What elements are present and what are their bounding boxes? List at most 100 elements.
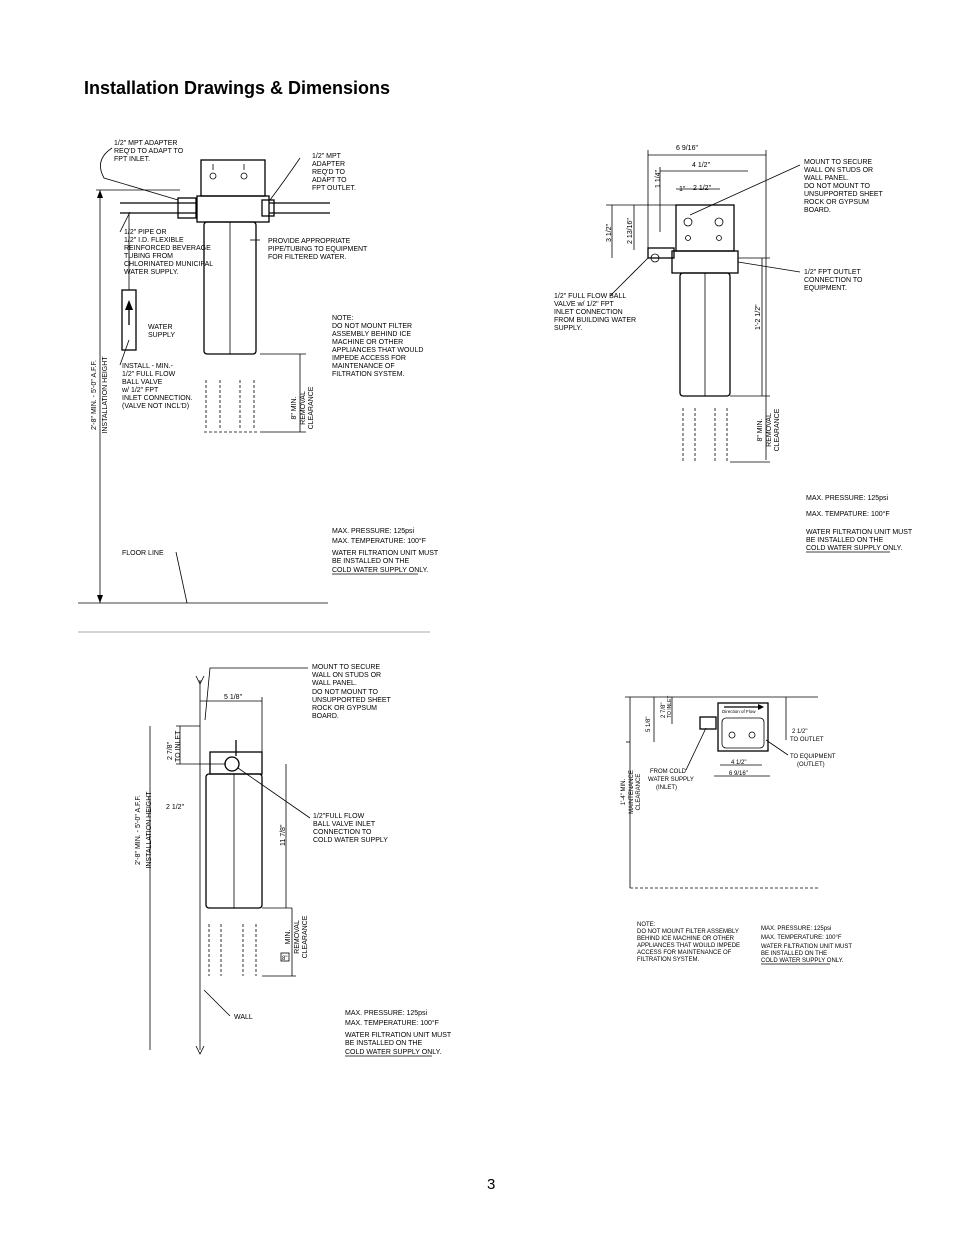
label-install-5: (VALVE NOT INCL'D) xyxy=(122,403,189,410)
label-water-supply-1: SUPPLY xyxy=(148,332,175,339)
label4-maint-0: 1'-4" MIN. xyxy=(621,779,627,806)
dim4-d5: 6 9/16" xyxy=(729,771,748,777)
spec3-pressure: MAX. PRESSURE: 125psi xyxy=(345,1010,428,1017)
label-removal-0: 8" MIN. xyxy=(291,396,298,419)
page-number: 3 xyxy=(487,1176,496,1193)
label3-mount-6: BOARD. xyxy=(312,713,339,720)
label4-equipment-1: (OUTLET) xyxy=(797,762,825,768)
dim3-d2b: TO INLET xyxy=(175,730,182,762)
dim2-d2: 4 1/2" xyxy=(692,162,711,169)
dim3-d4: 11 7/8" xyxy=(280,824,287,846)
drawing-2-labels: 6 9/16" 4 1/2" 1" 2 1/2" 1 1/4" 3 1/2" 2… xyxy=(554,145,913,553)
spec1-installed: BE INSTALLED ON THE xyxy=(332,558,409,565)
filter-assembly xyxy=(717,702,769,752)
spec1-pressure: MAX. PRESSURE: 125psi xyxy=(332,528,415,535)
label3-valve-3: COLD WATER SUPPLY xyxy=(313,837,388,844)
spec4-pressure: MAX. PRESSURE: 125psi xyxy=(761,926,831,932)
ball-valve xyxy=(699,716,717,730)
spec1-temperature: MAX. TEMPERATURE: 100°F xyxy=(332,537,426,545)
label-install-3: w/ 1/2" FPT xyxy=(121,387,159,394)
label-install-4: INLET CONNECTION. xyxy=(122,395,193,402)
page-title: Installation Drawings & Dimensions xyxy=(84,78,391,98)
mount-hole xyxy=(683,217,693,227)
label4-note-1: DO NOT MOUNT FILTER ASSEMBLY xyxy=(637,929,739,935)
label-note-4: APPLIANCES THAT WOULD xyxy=(332,347,423,354)
removal-box xyxy=(280,952,290,962)
drawing-1-front-view xyxy=(78,147,330,604)
label-note-0: NOTE: xyxy=(332,315,353,322)
bracket xyxy=(675,204,735,252)
label-provide-0: PROVIDE APPROPRIATE xyxy=(268,238,351,245)
label-adapter-outlet-0: 1/2" MPT xyxy=(312,153,342,160)
dim3-d1: 5 1/8" xyxy=(224,694,243,701)
label4-note-2: BEHIND ICE MACHINE OR OTHER xyxy=(637,936,735,942)
label2-outlet-1: CONNECTION TO xyxy=(804,277,863,284)
dim2-d3: 1 1/4" xyxy=(655,169,662,188)
label3-height-1: INSTALLATION HEIGHT xyxy=(146,791,153,869)
drawing-3-labels: MOUNT TO SECURE WALL ON STUDS OR WALL PA… xyxy=(135,664,452,1057)
spec3-cold: COLD WATER SUPPLY ONLY. xyxy=(345,1049,441,1056)
label-install-0: INSTALL - MIN.- xyxy=(122,363,174,370)
label3-mount-0: MOUNT TO SECURE xyxy=(312,664,380,671)
label-install-2: BALL VALVE xyxy=(122,379,163,386)
label2-valve-3: FROM BUILDING WATER xyxy=(554,317,636,324)
dim2-d6: 3 1/2" xyxy=(606,223,613,242)
label2-outlet-2: EQUIPMENT. xyxy=(804,285,847,292)
label4-direction: Direction of Flow xyxy=(722,709,756,714)
mount-hole xyxy=(209,172,217,180)
label2-mount-2: WALL PANEL. xyxy=(804,175,849,182)
label-provide-2: FOR FILTERED WATER. xyxy=(268,254,346,261)
label-provide-1: PIPE/TUBING TO EQUIPMENT xyxy=(268,246,368,253)
spec3-must: WATER FILTRATION UNIT MUST xyxy=(345,1032,452,1039)
label-pipe-5: WATER SUPPLY. xyxy=(124,269,179,276)
dim2-d5: 2 1/2" xyxy=(693,185,712,192)
label-pipe-3: TUBING FROM xyxy=(124,253,173,260)
label-adapter-outlet-1: ADAPTER xyxy=(312,161,345,168)
label2-mount-4: UNSUPPORTED SHEET xyxy=(804,191,884,198)
label-pipe-1: 1/2" I.D. FLEXIBLE xyxy=(124,237,184,244)
drawing-4-top-view xyxy=(625,696,818,889)
label3-mount-2: WALL PANEL. xyxy=(312,680,357,687)
label3-removal-1: REMOVAL xyxy=(294,920,301,954)
ball-valve xyxy=(647,247,675,259)
mount-hole xyxy=(714,217,724,227)
label-pipe-4: CHLORINATED MUNICIPAL xyxy=(124,261,213,268)
label-adapter-outlet-3: ADAPT TO xyxy=(312,177,347,184)
drawing-4-labels: Direction of Flow 5 1/8" 2 7/8" TO INLET… xyxy=(621,696,852,965)
label-height-0: 2'-8" MIN. - 5'-0" A.F.F. xyxy=(91,360,98,430)
inlet-adapter xyxy=(177,197,197,219)
label-removal-2: CLEARANCE xyxy=(308,386,315,429)
label4-from-0: FROM COLD xyxy=(650,769,687,775)
spec2-temperature: MAX. TEMPATURE: 100°F xyxy=(806,510,890,518)
filter-head xyxy=(671,250,739,274)
label3-valve-1: BALL VALVE INLET xyxy=(313,821,376,828)
label4-maint-2: CLEARANCE xyxy=(636,774,642,811)
label2-valve-1: VALVE w/ 1/2" FPT xyxy=(554,301,615,308)
label-removal-1: REMOVAL xyxy=(300,391,307,425)
outlet-adapter xyxy=(261,199,275,217)
drawing-2-front-view xyxy=(606,150,801,463)
spec4-installed: BE INSTALLED ON THE xyxy=(761,951,827,957)
ball-valve xyxy=(224,756,240,772)
dim3-d2: 2 7/8" xyxy=(167,741,174,760)
spec4-must: WATER FILTRATION UNIT MUST xyxy=(761,944,852,950)
dim4-d2b: TO INLET xyxy=(667,696,673,718)
label2-outlet-0: 1/2" FPT OUTLET xyxy=(804,269,862,276)
label3-height-0: 2'-8" MIN. - 5'-0" A.F.F. xyxy=(135,795,142,865)
label2-mount-0: MOUNT TO SECURE xyxy=(804,159,872,166)
label3-removal-0: MIN. xyxy=(285,930,292,945)
spec2-must: WATER FILTRATION UNIT MUST xyxy=(806,529,913,536)
removal-clearance-ghost xyxy=(204,380,258,433)
label4-from-1: WATER SUPPLY xyxy=(648,777,694,783)
label-note-3: MACHINE OR OTHER xyxy=(332,339,403,346)
dim4-d1: 5 1/8" xyxy=(646,717,652,732)
label-height-1: INSTALLATION HEIGHT xyxy=(102,356,109,434)
dim4-d3b: TO OUTLET xyxy=(790,737,824,743)
label-floor-line: FLOOR LINE xyxy=(122,550,164,557)
mount-hole xyxy=(240,172,248,180)
label3-mount-4: UNSUPPORTED SHEET xyxy=(312,697,392,704)
spec4-cold: COLD WATER SUPPLY ONLY. xyxy=(761,958,844,964)
label-note-2: ASSEMBLY BEHIND ICE xyxy=(332,331,411,338)
label-adapter-outlet-4: FPT OUTLET. xyxy=(312,185,356,192)
spec3-temperature: MAX. TEMPERATURE: 100°F xyxy=(345,1019,439,1027)
